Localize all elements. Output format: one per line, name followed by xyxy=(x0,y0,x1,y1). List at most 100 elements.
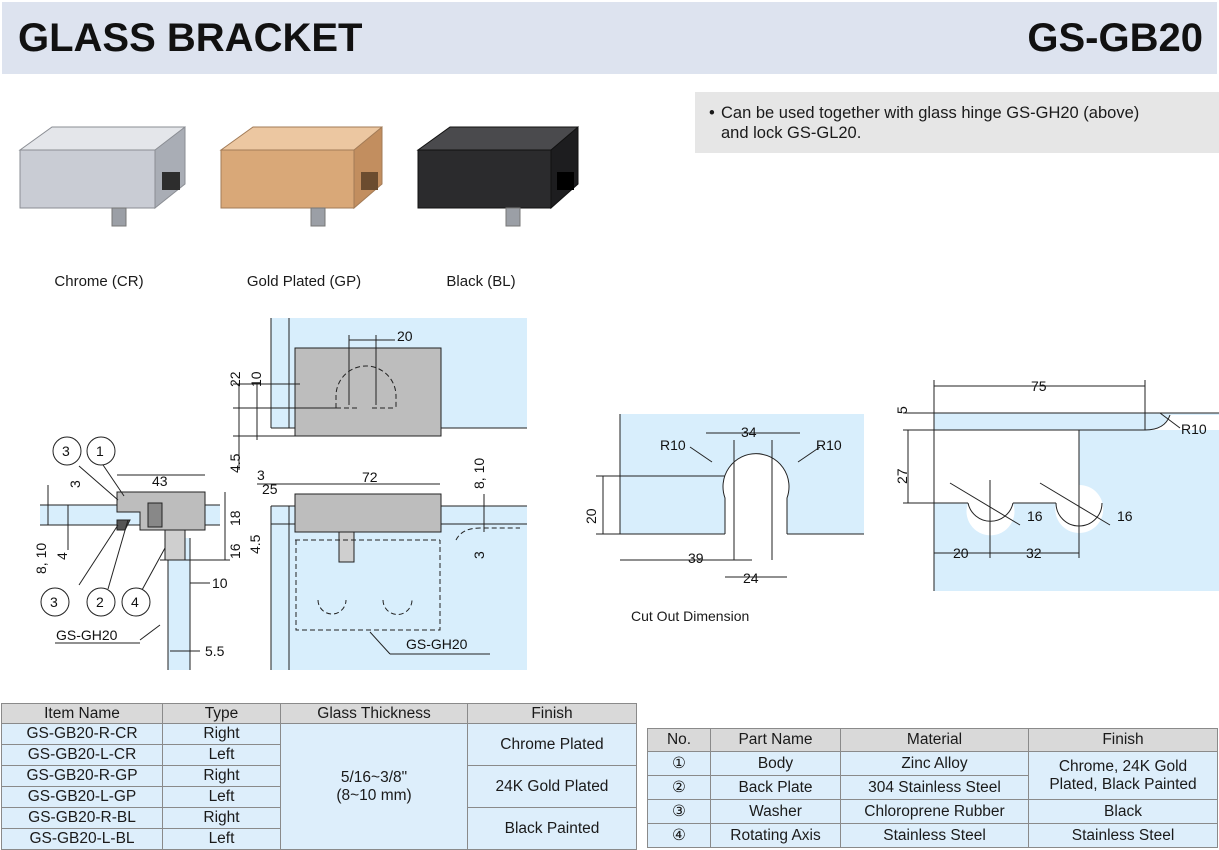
part-name: Body xyxy=(710,751,841,776)
dim-hinge-16-left: 16 xyxy=(1027,508,1043,524)
note-line-1: • Can be used together with glass hinge G… xyxy=(709,103,1207,123)
finish-black: Black Painted xyxy=(467,807,637,850)
part-material: 304 Stainless Steel xyxy=(840,775,1029,800)
item-name: GS-GB20-L-GP xyxy=(1,786,163,808)
callout-2: 2 xyxy=(96,594,104,610)
dim-front-72: 72 xyxy=(362,469,378,485)
part-no: ② xyxy=(647,775,711,800)
dim-side-4: 4 xyxy=(54,552,70,560)
dim-side-5-5: 5.5 xyxy=(205,643,225,659)
note-line-2: and lock GS-GL20. xyxy=(721,124,862,142)
dim-side-10: 10 xyxy=(212,575,228,591)
callout-3-top: 3 xyxy=(62,443,70,459)
note-text-1: Can be used together with glass hinge GS… xyxy=(721,104,1140,122)
page-title: GLASS BRACKET xyxy=(18,16,363,60)
dim-top-4-5: 4.5 xyxy=(227,453,243,473)
label-chrome: Chrome (CR) xyxy=(54,273,144,290)
item-type: Right xyxy=(162,765,281,787)
thickness-inch: 5/16~3/8" xyxy=(340,768,408,786)
dim-front-8-10: 8, 10 xyxy=(471,458,487,489)
product-chrome xyxy=(18,125,186,227)
top-view-drawing xyxy=(233,318,527,470)
col-part-name: Part Name xyxy=(710,728,841,752)
dim-hinge-r10: R10 xyxy=(1181,421,1207,437)
cutout-drawing xyxy=(596,414,864,578)
table-row: GS-GB20-L-GP Left xyxy=(1,786,637,808)
dim-hinge-32: 32 xyxy=(1026,545,1042,561)
dim-cut-r10-right: R10 xyxy=(816,437,842,453)
dim-side-8-10: 8, 10 xyxy=(33,543,49,574)
dim-front-4-5: 4.5 xyxy=(247,534,263,554)
label-gold: Gold Plated (GP) xyxy=(246,273,362,290)
shared-finish-line-2: Plated, Black Painted xyxy=(1049,775,1197,793)
dim-cut-34: 34 xyxy=(741,424,757,440)
ref-side-gs-gh20: GS-GH20 xyxy=(56,627,118,643)
glass-thickness: 5/16~3/8"(8~10 mm) xyxy=(280,723,468,850)
part-material: Stainless Steel xyxy=(840,823,1029,848)
dim-hinge-27: 27 xyxy=(894,468,910,484)
dim-top-22: 22 xyxy=(227,371,243,387)
col-part-finish: Finish xyxy=(1028,728,1218,752)
dim-hinge-5: 5 xyxy=(894,406,910,414)
product-gold xyxy=(219,125,383,227)
item-name: GS-GB20-R-GP xyxy=(1,765,163,787)
dim-front-3b: 3 xyxy=(471,551,487,559)
col-item-name: Item Name xyxy=(1,703,163,724)
dim-hinge-20: 20 xyxy=(953,545,969,561)
part-finish: Black xyxy=(1028,799,1218,824)
part-finish: Stainless Steel xyxy=(1028,823,1218,848)
dim-hinge-75: 75 xyxy=(1031,378,1047,394)
part-material: Chloroprene Rubber xyxy=(840,799,1029,824)
part-name: Back Plate xyxy=(710,775,841,800)
part-no: ③ xyxy=(647,799,711,824)
part-name: Rotating Axis xyxy=(710,823,841,848)
shared-finish-line-1: Chrome, 24K Gold xyxy=(1058,757,1188,775)
part-name: Washer xyxy=(710,799,841,824)
dim-cut-r10-left: R10 xyxy=(660,437,686,453)
callouts xyxy=(40,436,151,617)
dim-top-20: 20 xyxy=(397,328,413,344)
parts-table: No. Part Name Material Finish ① Body Zin… xyxy=(647,728,1218,848)
dim-side-18: 18 xyxy=(227,510,243,526)
front-view-drawing xyxy=(257,483,527,670)
usage-note: • Can be used together with glass hinge G… xyxy=(695,92,1219,153)
table-row: ④ Rotating Axis Stainless Steel Stainles… xyxy=(647,823,1218,848)
part-no: ④ xyxy=(647,823,711,848)
part-no: ① xyxy=(647,751,711,776)
items-header-row: Item Name Type Glass Thickness Finish xyxy=(1,703,637,724)
bullet: • xyxy=(709,104,715,122)
col-no: No. xyxy=(647,728,711,752)
ref-front-gs-gh20: GS-GH20 xyxy=(406,636,468,652)
table-row: GS-GB20-L-BL Left xyxy=(1,828,637,850)
dim-cut-24: 24 xyxy=(743,570,759,586)
part-material: Zinc Alloy xyxy=(840,751,1029,776)
dim-top-10: 10 xyxy=(248,371,264,387)
dim-cut-20: 20 xyxy=(583,508,599,524)
callout-3-bottom: 3 xyxy=(50,594,58,610)
thickness-mm: (8~10 mm) xyxy=(336,786,412,804)
header-bar: GLASS BRACKET GS-GB20 xyxy=(2,2,1217,74)
hinge-cut-drawing xyxy=(903,380,1219,591)
label-black: Black (BL) xyxy=(446,273,516,290)
item-name: GS-GB20-L-BL xyxy=(1,828,163,850)
table-row: ③ Washer Chloroprene Rubber Black xyxy=(647,799,1218,824)
item-type: Left xyxy=(162,786,281,808)
col-type: Type xyxy=(162,703,281,724)
dim-cut-39: 39 xyxy=(688,550,704,566)
item-name: GS-GB20-R-CR xyxy=(1,723,163,745)
dim-hinge-16-right: 16 xyxy=(1117,508,1133,524)
callout-4: 4 xyxy=(131,594,139,610)
side-section-drawing xyxy=(40,461,230,670)
callout-1: 1 xyxy=(96,443,104,459)
product-black xyxy=(416,125,579,227)
col-material: Material xyxy=(840,728,1029,752)
table-row: ② Back Plate 304 Stainless Steel xyxy=(647,775,1218,800)
items-table: Item Name Type Glass Thickness Finish GS… xyxy=(1,703,637,850)
item-name: GS-GB20-L-CR xyxy=(1,744,163,766)
col-glass-thickness: Glass Thickness xyxy=(280,703,468,724)
dim-side-16: 16 xyxy=(227,543,243,559)
finish-chrome: Chrome Plated xyxy=(467,723,637,766)
